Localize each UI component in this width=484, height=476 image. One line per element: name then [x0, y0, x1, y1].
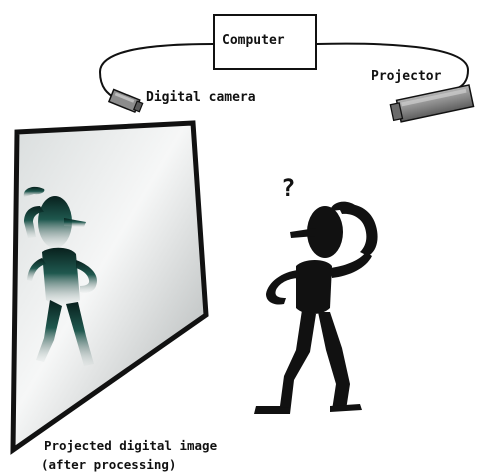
camera-label: Digital camera: [146, 90, 256, 105]
reflection-figure: [23, 186, 98, 366]
question-mark: ?: [281, 174, 295, 202]
projection-screen: [10, 120, 209, 455]
cable-to-projector: [316, 42, 470, 89]
cable-to-camera: [98, 43, 214, 100]
caption-line-1: Projected digital image: [44, 438, 218, 453]
camera-icon: [107, 88, 144, 114]
person-figure: ?: [254, 174, 378, 414]
caption-line-2: (after processing): [41, 457, 177, 472]
projector-label: Projector: [371, 69, 442, 84]
computer-label: Computer: [222, 33, 285, 48]
computer-box: [213, 14, 317, 70]
projector-icon: [389, 84, 475, 123]
